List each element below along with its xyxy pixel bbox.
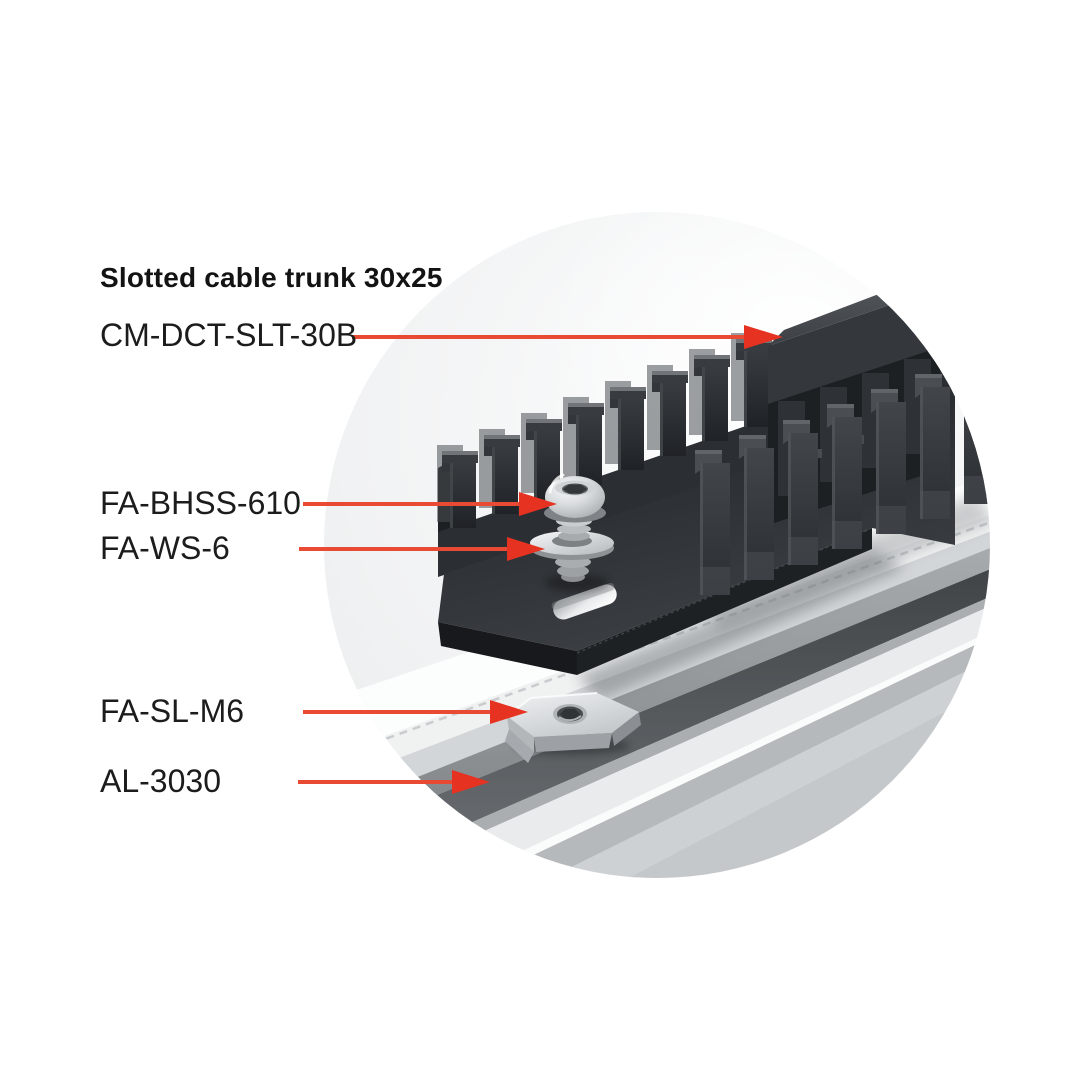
part-label-tnut: FA-SL-M6 (100, 692, 245, 729)
part-label-trunk: CM-DCT-SLT-30B (100, 316, 358, 353)
profile-t-slot-groove (324, 559, 990, 878)
slotted-cable-trunk (437, 262, 990, 675)
arrowhead-screw (519, 492, 557, 516)
mounting-screw (530, 473, 614, 592)
screw-head (544, 473, 606, 523)
part-label-profile: AL-3030 (100, 762, 221, 799)
part-label-screw: FA-BHSS-610 (100, 484, 301, 521)
arrowhead-profile (452, 770, 490, 794)
leader-lines (298, 325, 783, 794)
figure-title: Slotted cable trunk 30x25 (100, 262, 443, 293)
part-label-washer: FA-WS-6 (100, 529, 230, 566)
arrowhead-tnut (490, 700, 528, 724)
arrowhead-washer (507, 537, 545, 561)
t-slot-nut (505, 692, 641, 763)
photo-circle (324, 212, 990, 878)
trunk-base-slot (551, 582, 617, 620)
arrowhead-trunk (744, 325, 783, 349)
